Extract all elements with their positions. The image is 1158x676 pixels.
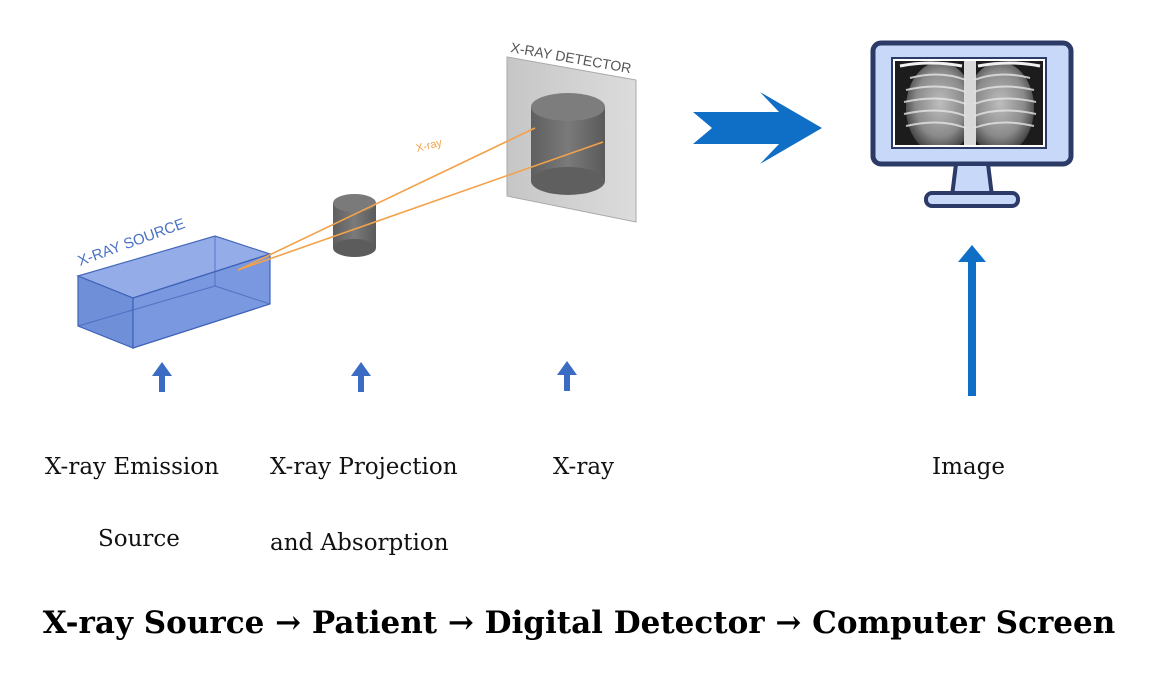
caption-emission-line2: Source (98, 526, 180, 552)
caption-image: Image (932, 454, 1005, 480)
right-arrow-icon (693, 92, 822, 164)
xray-beam (237, 127, 604, 271)
up-arrow-icon (152, 362, 172, 392)
xray-source-box (76, 235, 272, 349)
caption-xray: X-ray (553, 454, 615, 480)
pipeline-footer: X-ray Source → Patient → Digital Detecto… (42, 605, 1116, 641)
caption-emission-line1: X-ray Emission (45, 454, 219, 480)
up-arrow-icon (958, 245, 986, 396)
caption-projection-line1: X-ray Projection (270, 454, 458, 480)
caption-projection-line2: and Absorption (270, 530, 449, 556)
beam-label: X-ray (415, 137, 444, 155)
up-arrow-icon (557, 361, 577, 391)
patient-cylinder (333, 194, 376, 257)
up-arrow-icon (351, 362, 371, 392)
detector-cylinder (531, 93, 605, 195)
chest-xray-image (895, 61, 1043, 145)
